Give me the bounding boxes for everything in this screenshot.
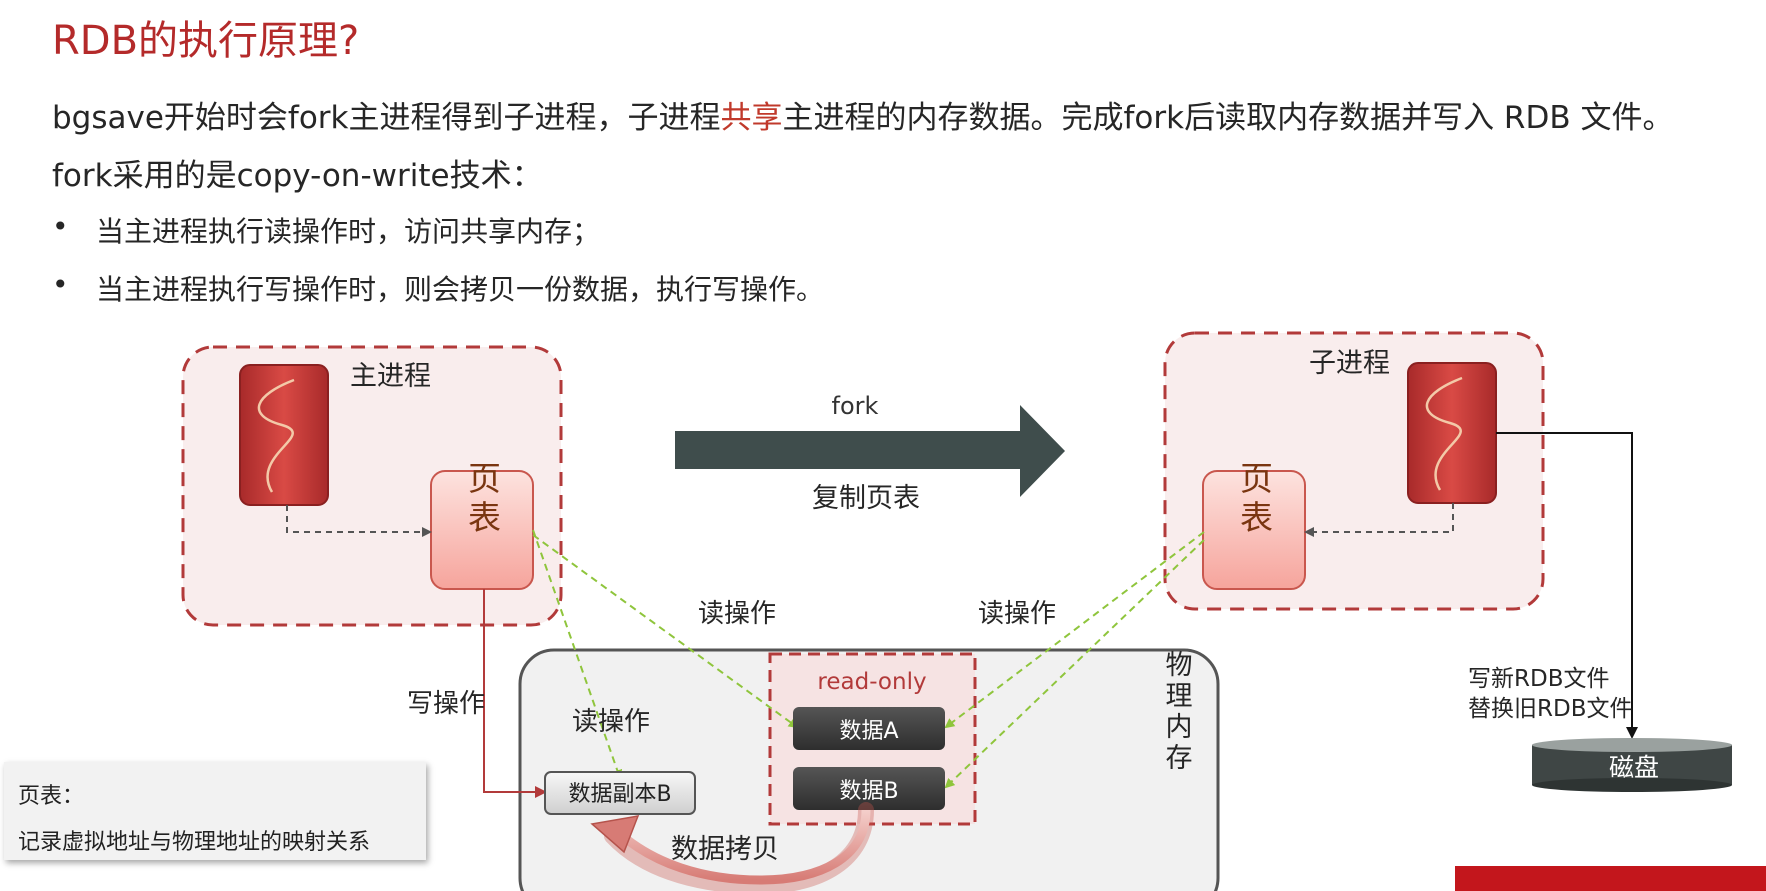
- page-table-note-text: 记录虚拟地址与物理地址的映射关系: [18, 830, 371, 855]
- data-b-label: 数据B: [839, 779, 898, 804]
- fork-arrow-icon: [675, 405, 1065, 497]
- bullet-dot-icon: •: [52, 268, 69, 301]
- write-op-label: 写操作: [407, 689, 485, 719]
- write-arrow: [483, 589, 547, 798]
- intro-line-1: bgsave开始时会fork主进程得到子进程，子进程共享主进程的内存数据。完成f…: [52, 92, 1673, 137]
- bullet-text-read: 当主进程执行读操作时，访问共享内存；: [96, 215, 601, 248]
- child-process-icon: [1407, 362, 1497, 504]
- read-arrow-main-to-copy-b: [532, 529, 623, 780]
- bullet-item-read: • 当主进程执行读操作时，访问共享内存；: [52, 210, 600, 248]
- intro-line-1-a: bgsave开始时会fork主进程得到子进程，子进程: [52, 100, 721, 136]
- intro-line-1-b: 主进程的内存数据。完成fork后读取内存数据并写入 RDB 文件。: [782, 100, 1674, 136]
- disk-label: 磁盘: [1609, 753, 1659, 782]
- physical-memory-label: 物理内存: [1161, 650, 1193, 774]
- replace-rdb-label: 替换旧RDB文件: [1468, 696, 1632, 722]
- fork-label: fork: [832, 392, 879, 420]
- page-table-note: 页表： 记录虚拟地址与物理地址的映射关系: [4, 762, 426, 860]
- bullet-text-write: 当主进程执行写操作时，则会拷贝一份数据，执行写操作。: [96, 273, 825, 306]
- child-process-to-page-table-link: [1304, 503, 1454, 537]
- read-arrow-child-to-data-a: [944, 531, 1205, 729]
- data-copy-arrowhead-icon: [590, 815, 640, 854]
- page-title: RDB的执行原理?: [52, 18, 360, 64]
- page-table-note-title: 页表：: [18, 784, 85, 809]
- read-arrow-main-to-data-a: [532, 534, 799, 729]
- child-process-label: 子进程: [1309, 348, 1390, 379]
- read-op-label-child: 读操作: [978, 599, 1056, 629]
- data-copy-b-box: [544, 771, 696, 815]
- main-page-table-label: 页表: [463, 461, 502, 539]
- write-rdb-connector: [1496, 432, 1638, 739]
- read-op-label-main: 读操作: [698, 599, 776, 629]
- data-b-box: [793, 767, 945, 810]
- main-process-label: 主进程: [350, 361, 431, 392]
- data-a-box: [793, 707, 945, 750]
- read-only-label: read-only: [817, 669, 926, 695]
- disk-icon: [1532, 738, 1732, 792]
- write-rdb-label: 写新RDB文件: [1468, 666, 1609, 692]
- data-copy-b-label: 数据副本B: [568, 782, 671, 807]
- main-process-to-page-table-link: [286, 505, 432, 537]
- child-page-table-label: 页表: [1235, 461, 1274, 539]
- bullet-item-write: • 当主进程执行写操作时，则会拷贝一份数据，执行写操作。: [52, 268, 824, 306]
- data-a-label: 数据A: [839, 719, 898, 744]
- bullet-dot-icon: •: [52, 210, 69, 243]
- data-copy-arrow: [622, 809, 871, 885]
- copy-page-table-label: 复制页表: [812, 483, 920, 514]
- intro-line-2: fork采用的是copy-on-write技术：: [52, 158, 543, 194]
- watermark-banner: [1455, 866, 1766, 891]
- read-op-label-inner: 读操作: [572, 707, 650, 737]
- data-copy-label: 数据拷贝: [671, 834, 779, 865]
- main-process-icon: [239, 364, 329, 506]
- intro-highlight-shared: 共享: [720, 100, 783, 136]
